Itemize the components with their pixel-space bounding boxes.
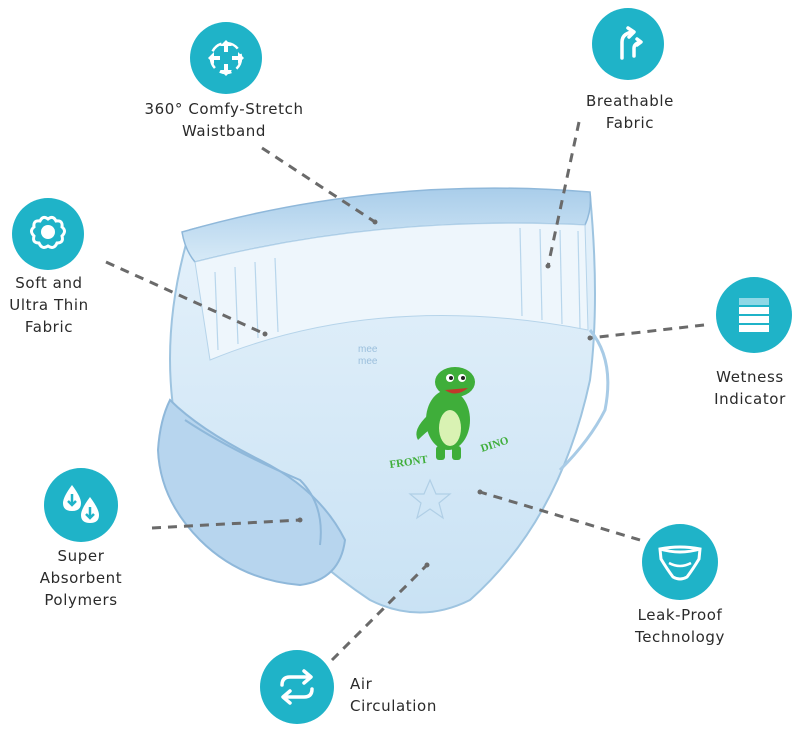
droplets-badge <box>44 468 118 542</box>
diaper-badge <box>642 524 718 600</box>
connector-leakproof <box>479 490 641 542</box>
diaper-icon <box>658 545 702 581</box>
wetness-bars-badge <box>716 277 792 353</box>
leg-opening <box>156 398 347 587</box>
brand-print-top: mee <box>358 344 378 355</box>
flower-icon <box>30 215 66 249</box>
circulation-arrows-badge <box>260 650 334 724</box>
soft-fabric-label: Soft and Ultra Thin Fabric <box>9 274 89 336</box>
stretch-arrows-icon <box>208 40 244 76</box>
wetness-bars-icon <box>739 298 769 332</box>
connector-air <box>330 563 429 662</box>
connector-soft <box>105 260 266 336</box>
upward-arrows-icon <box>620 26 643 60</box>
circulation-arrows-icon <box>280 669 314 705</box>
connector-waistband <box>261 146 376 224</box>
dinosaur-mascot <box>416 367 475 460</box>
connector-breathable <box>546 121 581 267</box>
breathable-label: Breathable Fabric <box>585 92 675 132</box>
air-circulation-label: Air Circulation <box>350 675 437 715</box>
waistband-label: 360° Comfy-Stretch Waistband <box>144 100 304 140</box>
mesh-band <box>194 222 589 361</box>
upward-arrows-badge <box>592 8 664 80</box>
front-print: FRONT <box>389 454 429 471</box>
flower-badge <box>12 198 84 270</box>
connector-wetness <box>589 323 705 340</box>
polymers-label: Super Absorbent Polymers <box>39 547 123 609</box>
stretch-arrows-badge <box>190 22 262 94</box>
connector-polymers <box>151 518 301 530</box>
brand-print-bottom: mee <box>358 356 378 367</box>
wetness-indicator-label: Wetness Indicator <box>714 368 786 408</box>
droplets-icon <box>63 485 99 523</box>
leak-proof-label: Leak-Proof Technology <box>634 606 726 646</box>
